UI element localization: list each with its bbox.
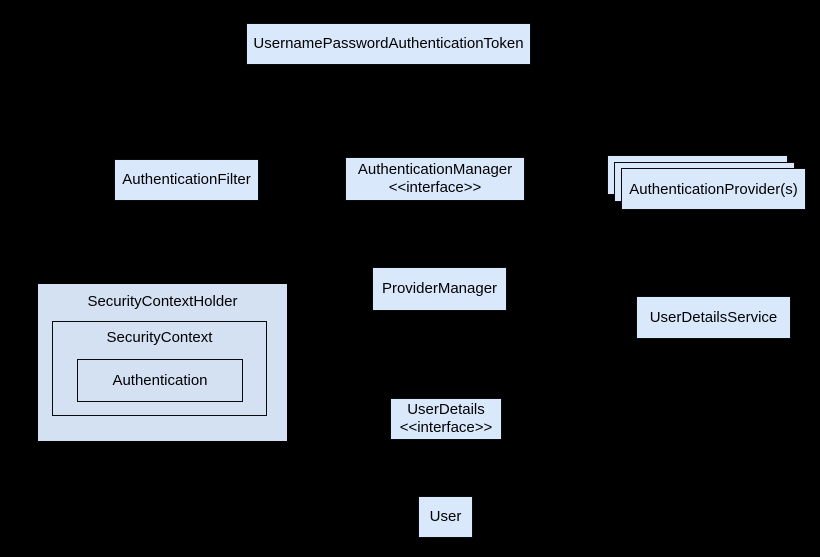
node-authentication-providers-stack[interactable]: AuthenticationProvider(s) <box>605 153 810 213</box>
node-username-password-authentication-token[interactable]: UsernamePasswordAuthenticationToken <box>246 23 531 65</box>
security-context-label: SecurityContext <box>106 329 213 346</box>
node-user-details[interactable]: UserDetails <<interface>> <box>390 398 502 440</box>
security-context-holder-label: SecurityContextHolder <box>87 293 238 310</box>
node-authentication-providers[interactable]: AuthenticationProvider(s) <box>621 168 806 210</box>
node-user-details-service[interactable]: UserDetailsService <box>636 296 791 339</box>
node-authentication[interactable]: Authentication <box>77 359 243 402</box>
node-user[interactable]: User <box>418 496 473 538</box>
node-authentication-filter[interactable]: AuthenticationFilter <box>114 159 259 201</box>
node-security-context-holder[interactable]: SecurityContextHolder SecurityContext Au… <box>38 284 287 441</box>
node-security-context[interactable]: SecurityContext Authentication <box>52 321 267 416</box>
node-provider-manager[interactable]: ProviderManager <box>372 267 507 311</box>
node-authentication-manager[interactable]: AuthenticationManager <<interface>> <box>345 157 525 201</box>
